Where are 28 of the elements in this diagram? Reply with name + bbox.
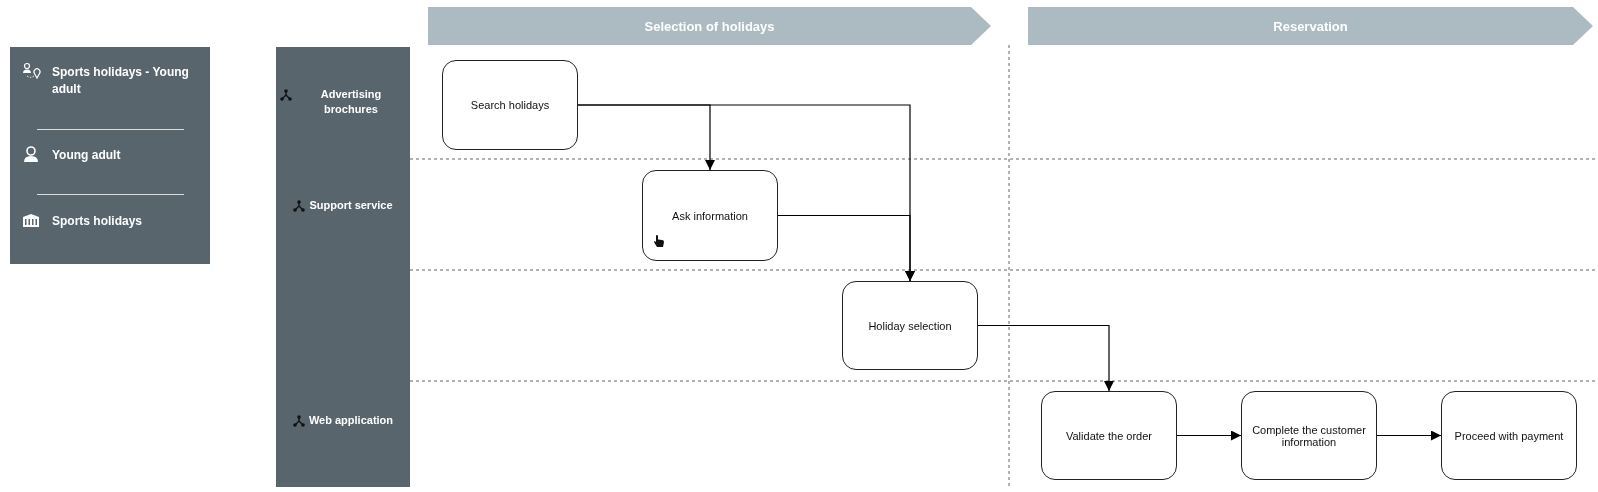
arrow: [1176, 430, 1242, 441]
phase-title: Reservation: [1273, 18, 1348, 34]
process-label: Ask information: [672, 209, 748, 222]
process-box: [642, 170, 778, 261]
phase-chevron: [428, 7, 991, 45]
process-label: Holiday selection: [868, 319, 952, 332]
lane-label: Web application: [308, 413, 394, 428]
process-label: Complete the customer information: [1251, 423, 1367, 448]
arrow: [977, 324, 1114, 392]
arrow: [777, 214, 915, 282]
process-box: [1241, 391, 1377, 480]
persona-label: Young adult: [52, 147, 122, 164]
phase-chevron: [1028, 7, 1593, 45]
lane-label: Advertising brochures: [319, 87, 383, 117]
process-box: [842, 281, 978, 370]
process-label: Validate the order: [1066, 429, 1152, 442]
process-box: [1441, 391, 1577, 480]
swimlane-header: [276, 47, 410, 487]
persona-card: [10, 47, 210, 264]
persona-label: Sports holidays: [52, 213, 144, 230]
process-box: [442, 60, 578, 150]
phase-title: Selection of holidays: [644, 18, 775, 34]
persona-label: Sports holidays - Young adult: [52, 64, 190, 98]
process-label: Search holidays: [470, 99, 550, 111]
process-box: [1041, 391, 1177, 480]
lane-label: Support service: [309, 198, 393, 213]
arrow: [1376, 430, 1442, 441]
process-label: Proceed with payment: [1454, 429, 1564, 442]
